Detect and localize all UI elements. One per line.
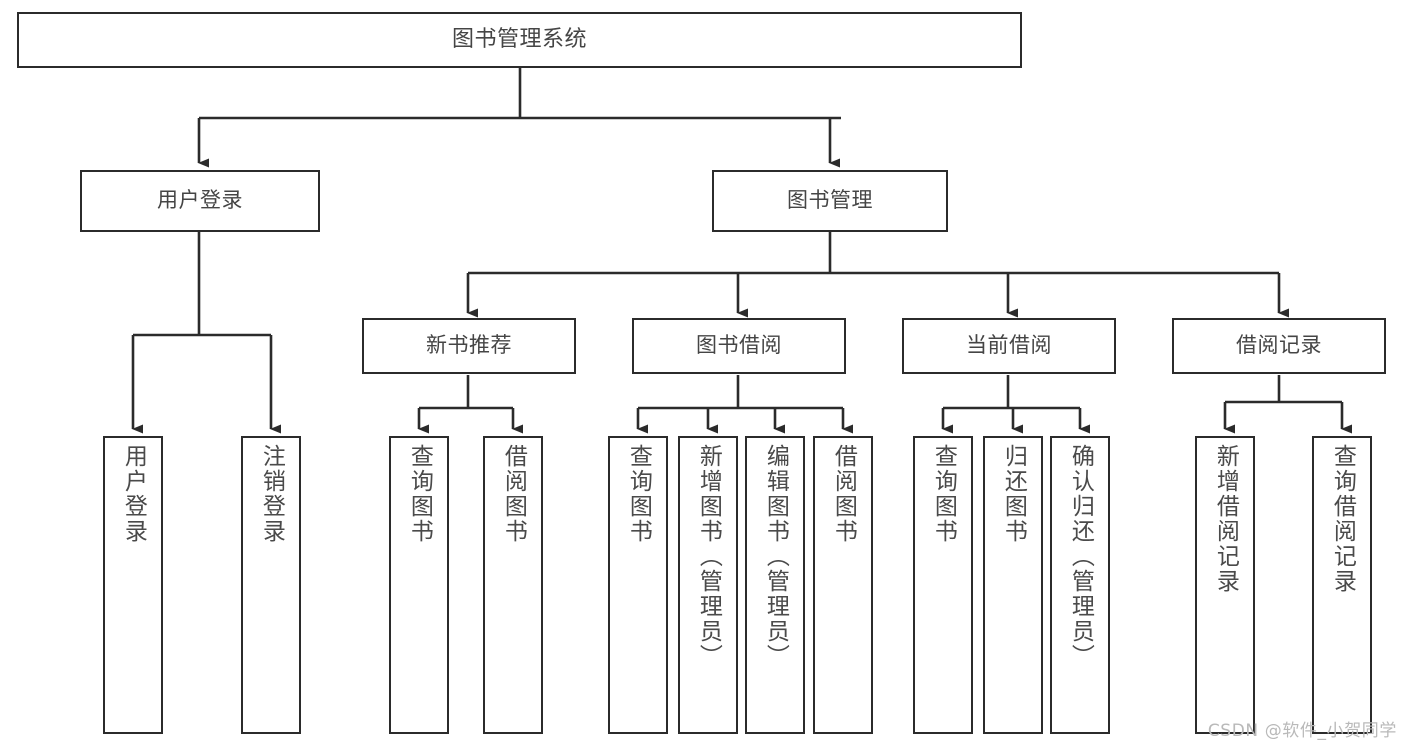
node-book-manage[interactable]: 图书管理	[712, 170, 948, 232]
node-borrow-record-label: 借阅记录	[1236, 333, 1322, 358]
node-book-borrow[interactable]: 图书借阅	[632, 318, 846, 374]
node-leaf-query-book-2[interactable]: 查询图书	[608, 436, 668, 734]
node-leaf-add-book-label: 新增图书（管理员）	[695, 444, 722, 669]
node-user-login-label: 用户登录	[157, 188, 243, 213]
node-leaf-borrow-book-2[interactable]: 借阅图书	[813, 436, 873, 734]
node-borrow-record[interactable]: 借阅记录	[1172, 318, 1386, 374]
node-leaf-return-book[interactable]: 归还图书	[983, 436, 1043, 734]
node-book-borrow-label: 图书借阅	[696, 333, 782, 358]
node-current-borrow[interactable]: 当前借阅	[902, 318, 1116, 374]
node-leaf-query-record-label: 查询借阅记录	[1329, 444, 1356, 594]
node-new-book-recommend[interactable]: 新书推荐	[362, 318, 576, 374]
node-leaf-logout-label: 注销登录	[258, 444, 285, 544]
node-leaf-add-record-label: 新增借阅记录	[1212, 444, 1239, 594]
node-leaf-user-login[interactable]: 用户登录	[103, 436, 163, 734]
node-leaf-query-book-1[interactable]: 查询图书	[389, 436, 449, 734]
node-leaf-add-record[interactable]: 新增借阅记录	[1195, 436, 1255, 734]
node-leaf-query-book-1-label: 查询图书	[406, 444, 433, 544]
node-leaf-add-book[interactable]: 新增图书（管理员）	[678, 436, 738, 734]
node-leaf-query-book-3[interactable]: 查询图书	[913, 436, 973, 734]
node-leaf-query-record[interactable]: 查询借阅记录	[1312, 436, 1372, 734]
node-user-login[interactable]: 用户登录	[80, 170, 320, 232]
node-new-book-recommend-label: 新书推荐	[426, 333, 512, 358]
node-leaf-confirm-return-label: 确认归还（管理员）	[1067, 444, 1094, 669]
node-book-manage-label: 图书管理	[787, 188, 873, 213]
node-leaf-query-book-2-label: 查询图书	[625, 444, 652, 544]
node-leaf-user-login-label: 用户登录	[120, 444, 147, 544]
node-root[interactable]: 图书管理系统	[17, 12, 1022, 68]
node-leaf-edit-book[interactable]: 编辑图书（管理员）	[745, 436, 805, 734]
node-root-label: 图书管理系统	[451, 26, 587, 52]
node-leaf-borrow-book-2-label: 借阅图书	[830, 444, 857, 544]
node-leaf-borrow-book-1[interactable]: 借阅图书	[483, 436, 543, 734]
node-current-borrow-label: 当前借阅	[966, 333, 1052, 358]
node-leaf-edit-book-label: 编辑图书（管理员）	[762, 444, 789, 669]
node-leaf-logout[interactable]: 注销登录	[241, 436, 301, 734]
node-leaf-borrow-book-1-label: 借阅图书	[500, 444, 527, 544]
node-leaf-query-book-3-label: 查询图书	[930, 444, 957, 544]
csdn-watermark: CSDN @软件_小贺同学	[1207, 721, 1397, 741]
node-leaf-return-book-label: 归还图书	[1000, 444, 1027, 544]
node-leaf-confirm-return[interactable]: 确认归还（管理员）	[1050, 436, 1110, 734]
